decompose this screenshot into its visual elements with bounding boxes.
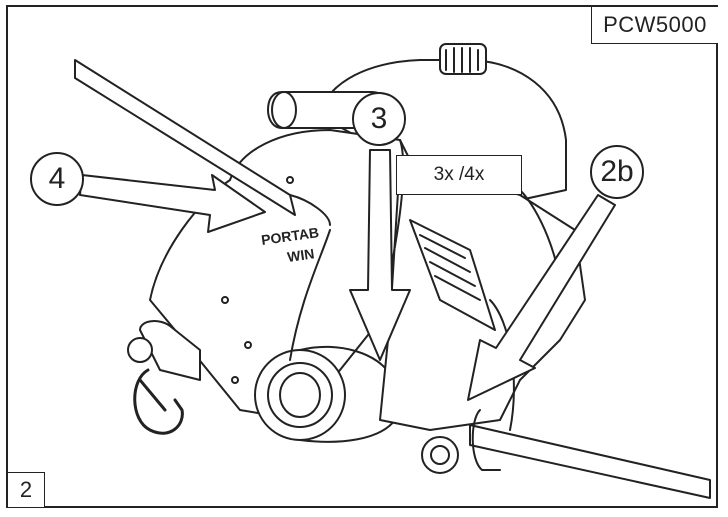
- callout-2b: 2b: [590, 145, 644, 199]
- arrow-4: [79, 174, 266, 233]
- figure-number: 2: [8, 472, 45, 507]
- brand-text-2: WIN: [286, 245, 315, 265]
- callout-4: 4: [30, 152, 84, 206]
- hook-housing: [139, 320, 201, 381]
- speed-label: 3x /4x: [396, 155, 522, 195]
- bolt: [421, 436, 459, 474]
- hook: [133, 368, 184, 435]
- callout-3: 3: [352, 92, 406, 146]
- frame-tube-left: [74, 59, 296, 216]
- arrow-3: [349, 149, 411, 361]
- arrow-2b: [467, 194, 616, 401]
- figure-frame: [6, 5, 718, 508]
- model-label: PCW5000: [591, 7, 718, 44]
- frame-tube-right: [469, 424, 711, 499]
